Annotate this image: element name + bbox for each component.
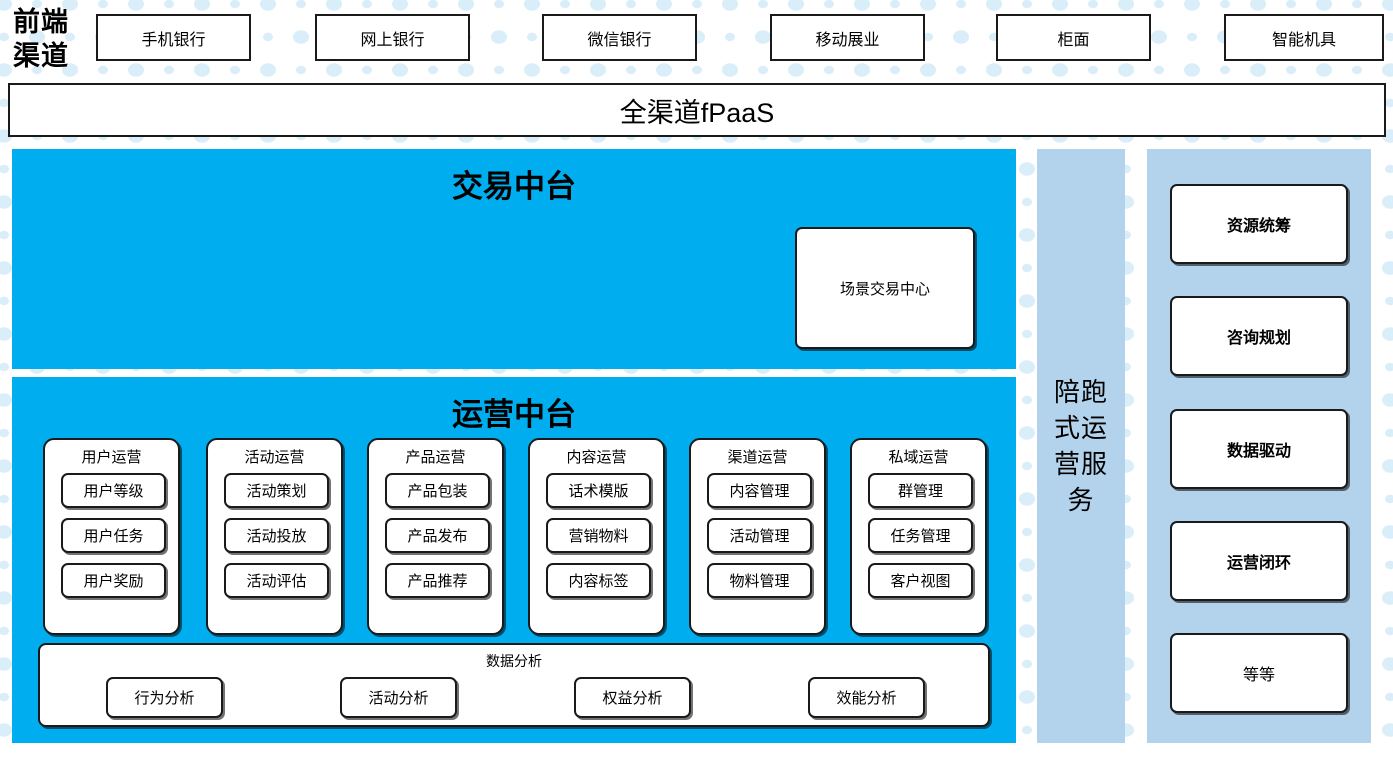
ops-leaf-product-release[interactable]: 产品发布: [385, 518, 490, 553]
ops-leaf-user-task[interactable]: 用户任务: [61, 518, 166, 553]
ops-leaf-user-level[interactable]: 用户等级: [61, 473, 166, 508]
channel-mobile-bank[interactable]: 手机银行: [96, 14, 251, 61]
ops-leaf-campaign-delivery[interactable]: 活动投放: [224, 518, 329, 553]
ops-leaf-content-management[interactable]: 内容管理: [707, 473, 812, 508]
channel-label-line-2: 渠道: [13, 41, 69, 71]
ops-leaf-product-packaging[interactable]: 产品包装: [385, 473, 490, 508]
service-column-title: 陪跑式运营服务: [1053, 377, 1108, 515]
ops-leaf-script-template[interactable]: 话术模版: [546, 473, 651, 508]
frontend-channel-label: 前端 渠道: [2, 2, 80, 76]
ops-column-channel-operations[interactable]: 渠道运营 内容管理 活动管理 物料管理: [689, 438, 826, 635]
ops-leaf-customer-view[interactable]: 客户视图: [868, 563, 973, 598]
ops-leaf-marketing-material[interactable]: 营销物料: [546, 518, 651, 553]
frontend-channel-row: 前端 渠道 手机银行 网上银行 微信银行 移动展业 柜面 智能机具: [0, 0, 1393, 78]
ops-column-user-operations[interactable]: 用户运营 用户等级 用户任务 用户奖励: [43, 438, 180, 635]
ops-column-product-operations[interactable]: 产品运营 产品包装 产品发布 产品推荐: [367, 438, 504, 635]
ops-leaf-user-reward[interactable]: 用户奖励: [61, 563, 166, 598]
ops-column-head: 渠道运营: [727, 449, 788, 466]
ops-column-head: 用户运营: [81, 449, 142, 466]
ops-column-content-operations[interactable]: 内容运营 话术模版 营销物料 内容标签: [528, 438, 665, 635]
ops-leaf-task-management[interactable]: 任务管理: [868, 518, 973, 553]
data-analysis-block[interactable]: 数据分析 行为分析 活动分析 权益分析 效能分析: [38, 643, 990, 727]
channel-counter[interactable]: 柜面: [996, 14, 1151, 61]
analysis-box-benefit[interactable]: 权益分析: [574, 677, 691, 718]
analysis-box-behavior[interactable]: 行为分析: [106, 677, 223, 718]
ops-column-head: 产品运营: [405, 449, 466, 466]
ops-column-head: 私域运营: [888, 449, 949, 466]
accompanying-operations-service-column[interactable]: 陪跑式运营服务: [1037, 149, 1125, 743]
ops-leaf-campaign-planning[interactable]: 活动策划: [224, 473, 329, 508]
trade-box-scenario-trade-center[interactable]: 场景交易中心: [795, 227, 975, 349]
data-analysis-title: 数据分析: [486, 653, 542, 669]
channel-smart-device[interactable]: 智能机具: [1224, 14, 1384, 61]
channel-online-bank[interactable]: 网上银行: [315, 14, 470, 61]
channel-wechat-bank[interactable]: 微信银行: [542, 14, 697, 61]
capability-operations-loop[interactable]: 运营闭环: [1170, 521, 1348, 601]
ops-column-campaign-operations[interactable]: 活动运营 活动策划 活动投放 活动评估: [206, 438, 343, 635]
ops-column-head: 内容运营: [566, 449, 627, 466]
omnichannel-fpaas-bar[interactable]: 全渠道fPaaS: [8, 83, 1386, 137]
capability-consulting-planning[interactable]: 咨询规划: [1170, 296, 1348, 376]
capability-data-driven[interactable]: 数据驱动: [1170, 409, 1348, 489]
trade-platform-title: 交易中台: [452, 169, 576, 204]
ops-leaf-product-recommendation[interactable]: 产品推荐: [385, 563, 490, 598]
analysis-box-performance[interactable]: 效能分析: [808, 677, 925, 718]
ops-leaf-campaign-management[interactable]: 活动管理: [707, 518, 812, 553]
ops-column-head: 活动运营: [244, 449, 305, 466]
ops-leaf-group-management[interactable]: 群管理: [868, 473, 973, 508]
capability-panel: 资源统筹 咨询规划 数据驱动 运营闭环 等等: [1147, 149, 1371, 743]
analysis-box-campaign[interactable]: 活动分析: [340, 677, 457, 718]
channel-label-line-1: 前端: [13, 7, 69, 37]
ops-leaf-content-tag[interactable]: 内容标签: [546, 563, 651, 598]
capability-resource-coordination[interactable]: 资源统筹: [1170, 184, 1348, 264]
ops-platform-title: 运营中台: [452, 397, 576, 432]
channel-mobile-field[interactable]: 移动展业: [770, 14, 925, 61]
ops-leaf-material-management[interactable]: 物料管理: [707, 563, 812, 598]
capability-etc[interactable]: 等等: [1170, 633, 1348, 713]
ops-leaf-campaign-evaluation[interactable]: 活动评估: [224, 563, 329, 598]
ops-column-private-domain-operations[interactable]: 私域运营 群管理 任务管理 客户视图: [850, 438, 987, 635]
